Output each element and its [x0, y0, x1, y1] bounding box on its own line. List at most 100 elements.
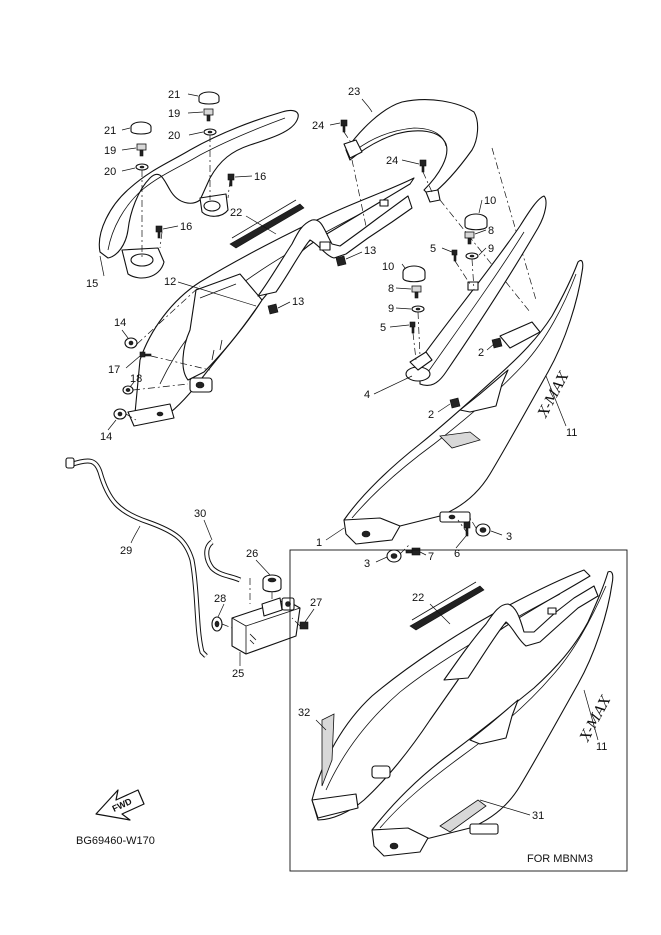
- hose-part-29[interactable]: [65, 457, 208, 658]
- bolt-part-7[interactable]: [405, 547, 421, 556]
- callout-28: 28: [214, 593, 226, 605]
- bolt-part-19-top[interactable]: [203, 108, 214, 122]
- washer-part-20-left[interactable]: [135, 163, 149, 171]
- callout-1: 1: [316, 537, 322, 549]
- bolt-part-8-lower[interactable]: [411, 285, 422, 299]
- nut-part-27[interactable]: [299, 621, 309, 630]
- clip-part-2-lower[interactable]: [449, 397, 461, 409]
- clip-part-13-right[interactable]: [335, 255, 347, 267]
- callout-21-top: 21: [168, 89, 180, 101]
- diagram-code: BG69460-W170: [76, 835, 155, 847]
- screw-part-5-lower[interactable]: [409, 321, 416, 334]
- clip-part-13-left[interactable]: [267, 303, 279, 315]
- clamp-part-28[interactable]: [211, 616, 223, 632]
- callout-22-inset: 22: [412, 592, 424, 604]
- bolt-part-19-left[interactable]: [136, 143, 147, 157]
- cap-part-26[interactable]: [262, 574, 282, 593]
- callout-24-lower: 24: [386, 155, 398, 167]
- decal-part-22-inset[interactable]: [409, 581, 485, 631]
- callout-19-top: 19: [168, 108, 180, 120]
- callout-32: 32: [298, 707, 310, 719]
- callout-10-lower: 10: [382, 261, 394, 273]
- side-cover-part-12[interactable]: [127, 177, 415, 427]
- callout-labels: 21 19 20 21 19 20 16 16 22 15 12 13 13 1…: [86, 86, 607, 822]
- callout-2-lower: 2: [428, 409, 434, 421]
- screw-part-5-upper[interactable]: [451, 249, 458, 262]
- cap-part-10-lower[interactable]: [402, 265, 426, 283]
- callout-16-upper: 16: [254, 171, 266, 183]
- callout-3-left: 3: [364, 558, 370, 570]
- callout-5-upper: 5: [430, 243, 436, 255]
- callout-16-lower: 16: [180, 221, 192, 233]
- tank-part-25[interactable]: [231, 597, 301, 655]
- grommet-part-14-upper[interactable]: [124, 337, 138, 349]
- screw-part-17[interactable]: [139, 351, 152, 358]
- decal-part-22-upper[interactable]: [229, 199, 305, 249]
- grommet-part-3-right[interactable]: [475, 523, 491, 537]
- callout-19-left: 19: [104, 145, 116, 157]
- callout-22-upper: 22: [230, 207, 242, 219]
- side-rail-part-4[interactable]: [405, 195, 547, 387]
- cap-part-21-left[interactable]: [130, 121, 152, 135]
- leader-lines: [99, 93, 599, 816]
- grab-bar-part-15[interactable]: [98, 109, 299, 279]
- callout-11-inset: 11: [596, 741, 607, 753]
- callout-17: 17: [108, 364, 120, 376]
- callout-27: 27: [310, 597, 322, 609]
- callout-15: 15: [86, 278, 98, 290]
- callout-10-upper: 10: [484, 195, 496, 207]
- callout-13-right: 13: [364, 245, 376, 257]
- hose-part-30[interactable]: [204, 540, 242, 583]
- washer-part-9-lower[interactable]: [411, 305, 425, 313]
- screw-part-24-lower[interactable]: [419, 159, 427, 173]
- callout-5-lower: 5: [380, 322, 386, 334]
- callout-9-upper: 9: [488, 243, 494, 255]
- variant-note: FOR MBNM3: [527, 853, 593, 865]
- callout-24-upper: 24: [312, 120, 324, 132]
- decal-part-11-xmax-inset[interactable]: X-MAX: [577, 693, 615, 745]
- callout-2-upper: 2: [478, 347, 484, 359]
- washer-part-9-upper[interactable]: [465, 252, 479, 260]
- callout-11: 11: [566, 427, 577, 439]
- callout-25: 25: [232, 668, 244, 680]
- side-cover-part-11[interactable]: [343, 259, 584, 545]
- callout-8-lower: 8: [388, 283, 394, 295]
- callout-7: 7: [428, 551, 434, 563]
- screw-part-6[interactable]: [463, 521, 471, 537]
- grommet-part-3-left[interactable]: [386, 549, 402, 563]
- callout-31: 31: [532, 810, 544, 822]
- callout-20-top: 20: [168, 130, 180, 142]
- screw-part-24-upper[interactable]: [340, 119, 348, 133]
- callout-3-right: 3: [506, 531, 512, 543]
- side-cover-part-11-inset[interactable]: [371, 570, 614, 857]
- callout-29: 29: [120, 545, 132, 557]
- callout-20-left: 20: [104, 166, 116, 178]
- callout-14-lower: 14: [100, 431, 112, 443]
- callout-26: 26: [246, 548, 258, 560]
- screw-part-16-upper[interactable]: [227, 173, 235, 187]
- xmax-decal-text-inset: X-MAX: [577, 693, 615, 745]
- callout-18: 18: [130, 373, 142, 385]
- cap-part-21-top[interactable]: [198, 91, 220, 105]
- washer-part-20-top[interactable]: [203, 128, 217, 136]
- inset-inner-panel: [443, 585, 599, 681]
- variant-inset-frame: [289, 549, 628, 872]
- callout-21-left: 21: [104, 125, 116, 137]
- callout-30: 30: [194, 508, 206, 520]
- cap-part-10-upper[interactable]: [464, 213, 488, 231]
- fwd-arrow-icon: FWD: [95, 789, 145, 821]
- callout-14-upper: 14: [114, 317, 126, 329]
- rear-cover-part-23[interactable]: [343, 99, 479, 203]
- grommet-part-14-lower[interactable]: [113, 408, 127, 420]
- bolt-part-8-upper[interactable]: [464, 231, 475, 245]
- callout-13-left: 13: [292, 296, 304, 308]
- callout-12: 12: [164, 276, 176, 288]
- callout-9-lower: 9: [388, 303, 394, 315]
- screw-part-16-lower[interactable]: [155, 225, 163, 239]
- clip-part-2-upper[interactable]: [491, 337, 503, 349]
- inner-panel: [257, 195, 413, 297]
- bolt-part-18[interactable]: [122, 385, 134, 395]
- callout-6: 6: [454, 548, 460, 560]
- callout-8-upper: 8: [488, 225, 494, 237]
